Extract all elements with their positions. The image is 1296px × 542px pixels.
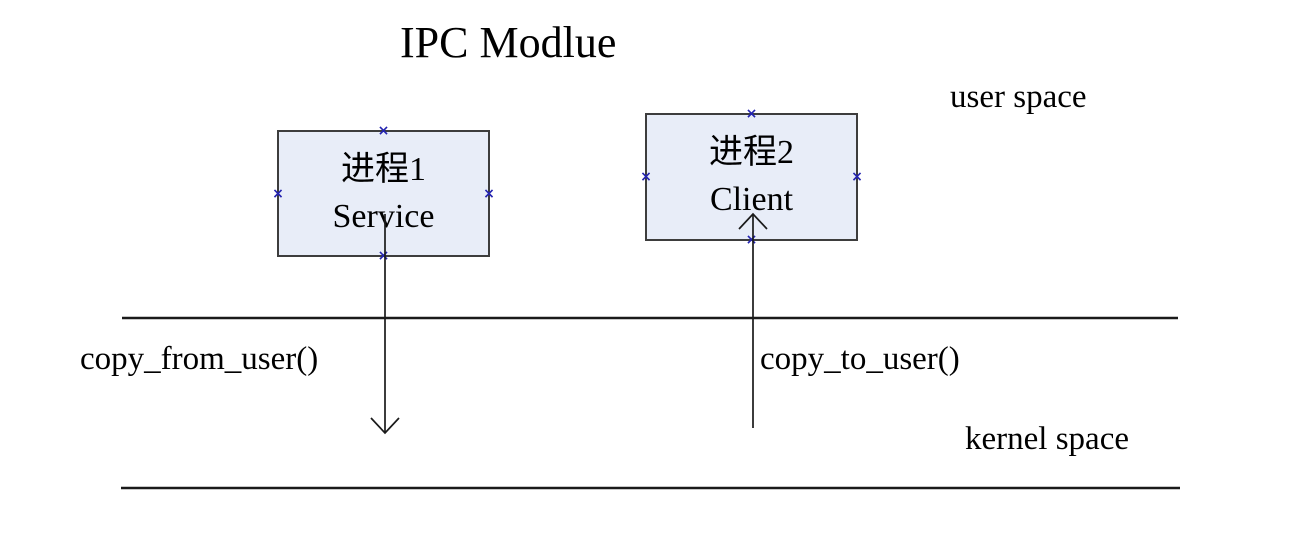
selection-handle-icon[interactable]: × (377, 248, 390, 264)
kernel-space-label: kernel space (965, 421, 1129, 457)
process2-client-box[interactable]: 进程2 Client × × × × (640, 107, 863, 247)
selection-handle-icon[interactable]: × (745, 232, 758, 248)
process2-role: Client (709, 181, 794, 218)
process1-name: 进程1 (341, 150, 426, 188)
selection-handle-icon[interactable]: × (377, 123, 390, 139)
selection-handle-icon[interactable]: × (272, 185, 284, 202)
user-space-label: user space (950, 79, 1087, 115)
process2-name: 进程2 (709, 134, 794, 172)
copy-to-user-label: copy_to_user() (760, 341, 960, 377)
process1-service-box[interactable]: 进程1 Service × × × × (272, 124, 495, 263)
process1-role: Service (332, 197, 435, 235)
selection-handle-icon[interactable]: × (640, 169, 652, 185)
copy-from-user-label: copy_from_user() (80, 341, 319, 377)
selection-handle-icon[interactable]: × (745, 106, 758, 122)
selection-handle-icon[interactable]: × (851, 169, 863, 185)
selection-handle-icon[interactable]: × (483, 185, 495, 202)
diagram-title: IPC Modlue (400, 18, 617, 67)
